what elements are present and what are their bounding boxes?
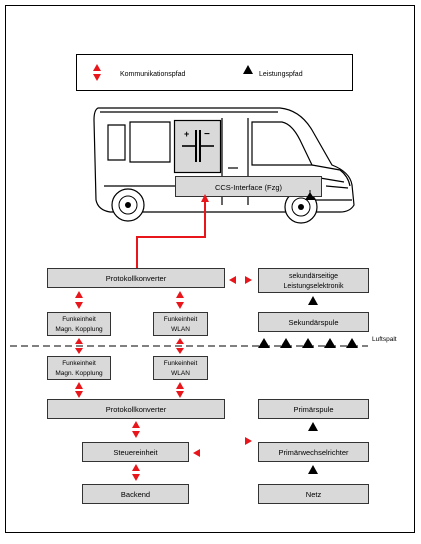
radio-wlan-bottom-block	[153, 356, 208, 380]
primary-inverter-label: Primärwechselrichter	[278, 448, 349, 457]
legend-red-up-arrow-icon	[93, 64, 101, 71]
radio-magnetic-top-label-2: Magn. Kopplung	[55, 326, 103, 333]
radio-magnetic-top-block	[47, 312, 111, 336]
primary-inverter-block	[258, 442, 369, 462]
legend-communication-label: Kommunikationspfad	[120, 71, 185, 78]
secondary-electronics-block	[258, 268, 369, 293]
charger-symbol-box: + −	[173, 119, 222, 174]
legend-red-down-arrow-icon	[93, 74, 101, 81]
radio-wlan-top-label-1: Funkeinheit	[164, 316, 198, 323]
radio-wlan-bottom-label-2: WLAN	[171, 370, 190, 377]
radio-wlan-bottom-label-1: Funkeinheit	[164, 360, 198, 367]
protocol-converter-top-block	[47, 268, 225, 288]
svg-text:−: −	[204, 129, 210, 140]
comm-arrows-row5-row6	[132, 464, 140, 481]
secondary-coil-label: Sekundärspule	[288, 318, 338, 327]
legend-black-arrow-icon	[243, 65, 253, 74]
protocol-converter-top-label: Protokollkonverter	[106, 274, 167, 283]
comm-arrows-row1-row2	[75, 291, 184, 309]
comm-arrows-row4-row5	[132, 421, 140, 438]
power-arrows-air-gap	[258, 338, 358, 348]
van-body-icon	[93, 107, 355, 213]
grid-block	[258, 484, 369, 504]
backend-block	[82, 484, 189, 504]
radio-magnetic-bottom-label-1: Funkeinheit	[62, 360, 96, 367]
radio-magnetic-bottom-label-2: Magn. Kopplung	[55, 370, 103, 377]
control-unit-label: Steuereinheit	[113, 448, 158, 457]
comm-arrows-row3-row4	[75, 382, 184, 398]
vehicle-communication-path	[136, 190, 315, 268]
primary-coil-label: Primärspule	[293, 405, 333, 414]
power-arrow-icon-inverter	[308, 465, 318, 474]
legend-box	[76, 54, 353, 91]
secondary-electronics-label-1: sekundärseitige	[289, 273, 338, 280]
secondary-coil-block	[258, 312, 369, 332]
protocol-converter-bottom-label: Protokollkonverter	[106, 405, 167, 414]
comm-arrow-left-icon-2	[193, 449, 200, 457]
secondary-electronics-label-2: Leistungselektronik	[284, 283, 344, 290]
power-arrow-icon-primary-coil	[308, 422, 318, 431]
protocol-converter-bottom-block	[47, 399, 225, 419]
air-gap-label: Luftspalt	[372, 336, 397, 343]
comm-arrow-right-icon	[245, 276, 252, 284]
legend: Kommunikationspfad Leistungspfad	[76, 54, 353, 91]
comm-arrow-right-icon-2	[245, 437, 252, 445]
legend-power-label: Leistungspfad	[259, 71, 303, 78]
radio-magnetic-top-label-1: Funkeinheit	[62, 316, 96, 323]
ccs-interface-box	[175, 176, 322, 197]
control-unit-block	[82, 442, 189, 462]
primary-coil-block	[258, 399, 369, 419]
backend-label: Backend	[121, 490, 150, 499]
radio-wlan-top-label-2: WLAN	[171, 326, 190, 333]
comm-arrows-air-gap	[75, 338, 184, 354]
power-arrow-icon-secondary	[308, 296, 318, 305]
comm-arrow-left-icon	[229, 276, 236, 284]
ccs-interface-label: CCS-Interface (Fzg)	[215, 183, 283, 192]
power-arrow-icon-vehicle	[305, 192, 315, 200]
radio-magnetic-bottom-block	[47, 356, 111, 380]
radio-wlan-top-block	[153, 312, 208, 336]
svg-text:+: +	[184, 129, 189, 139]
grid-label: Netz	[306, 490, 322, 499]
